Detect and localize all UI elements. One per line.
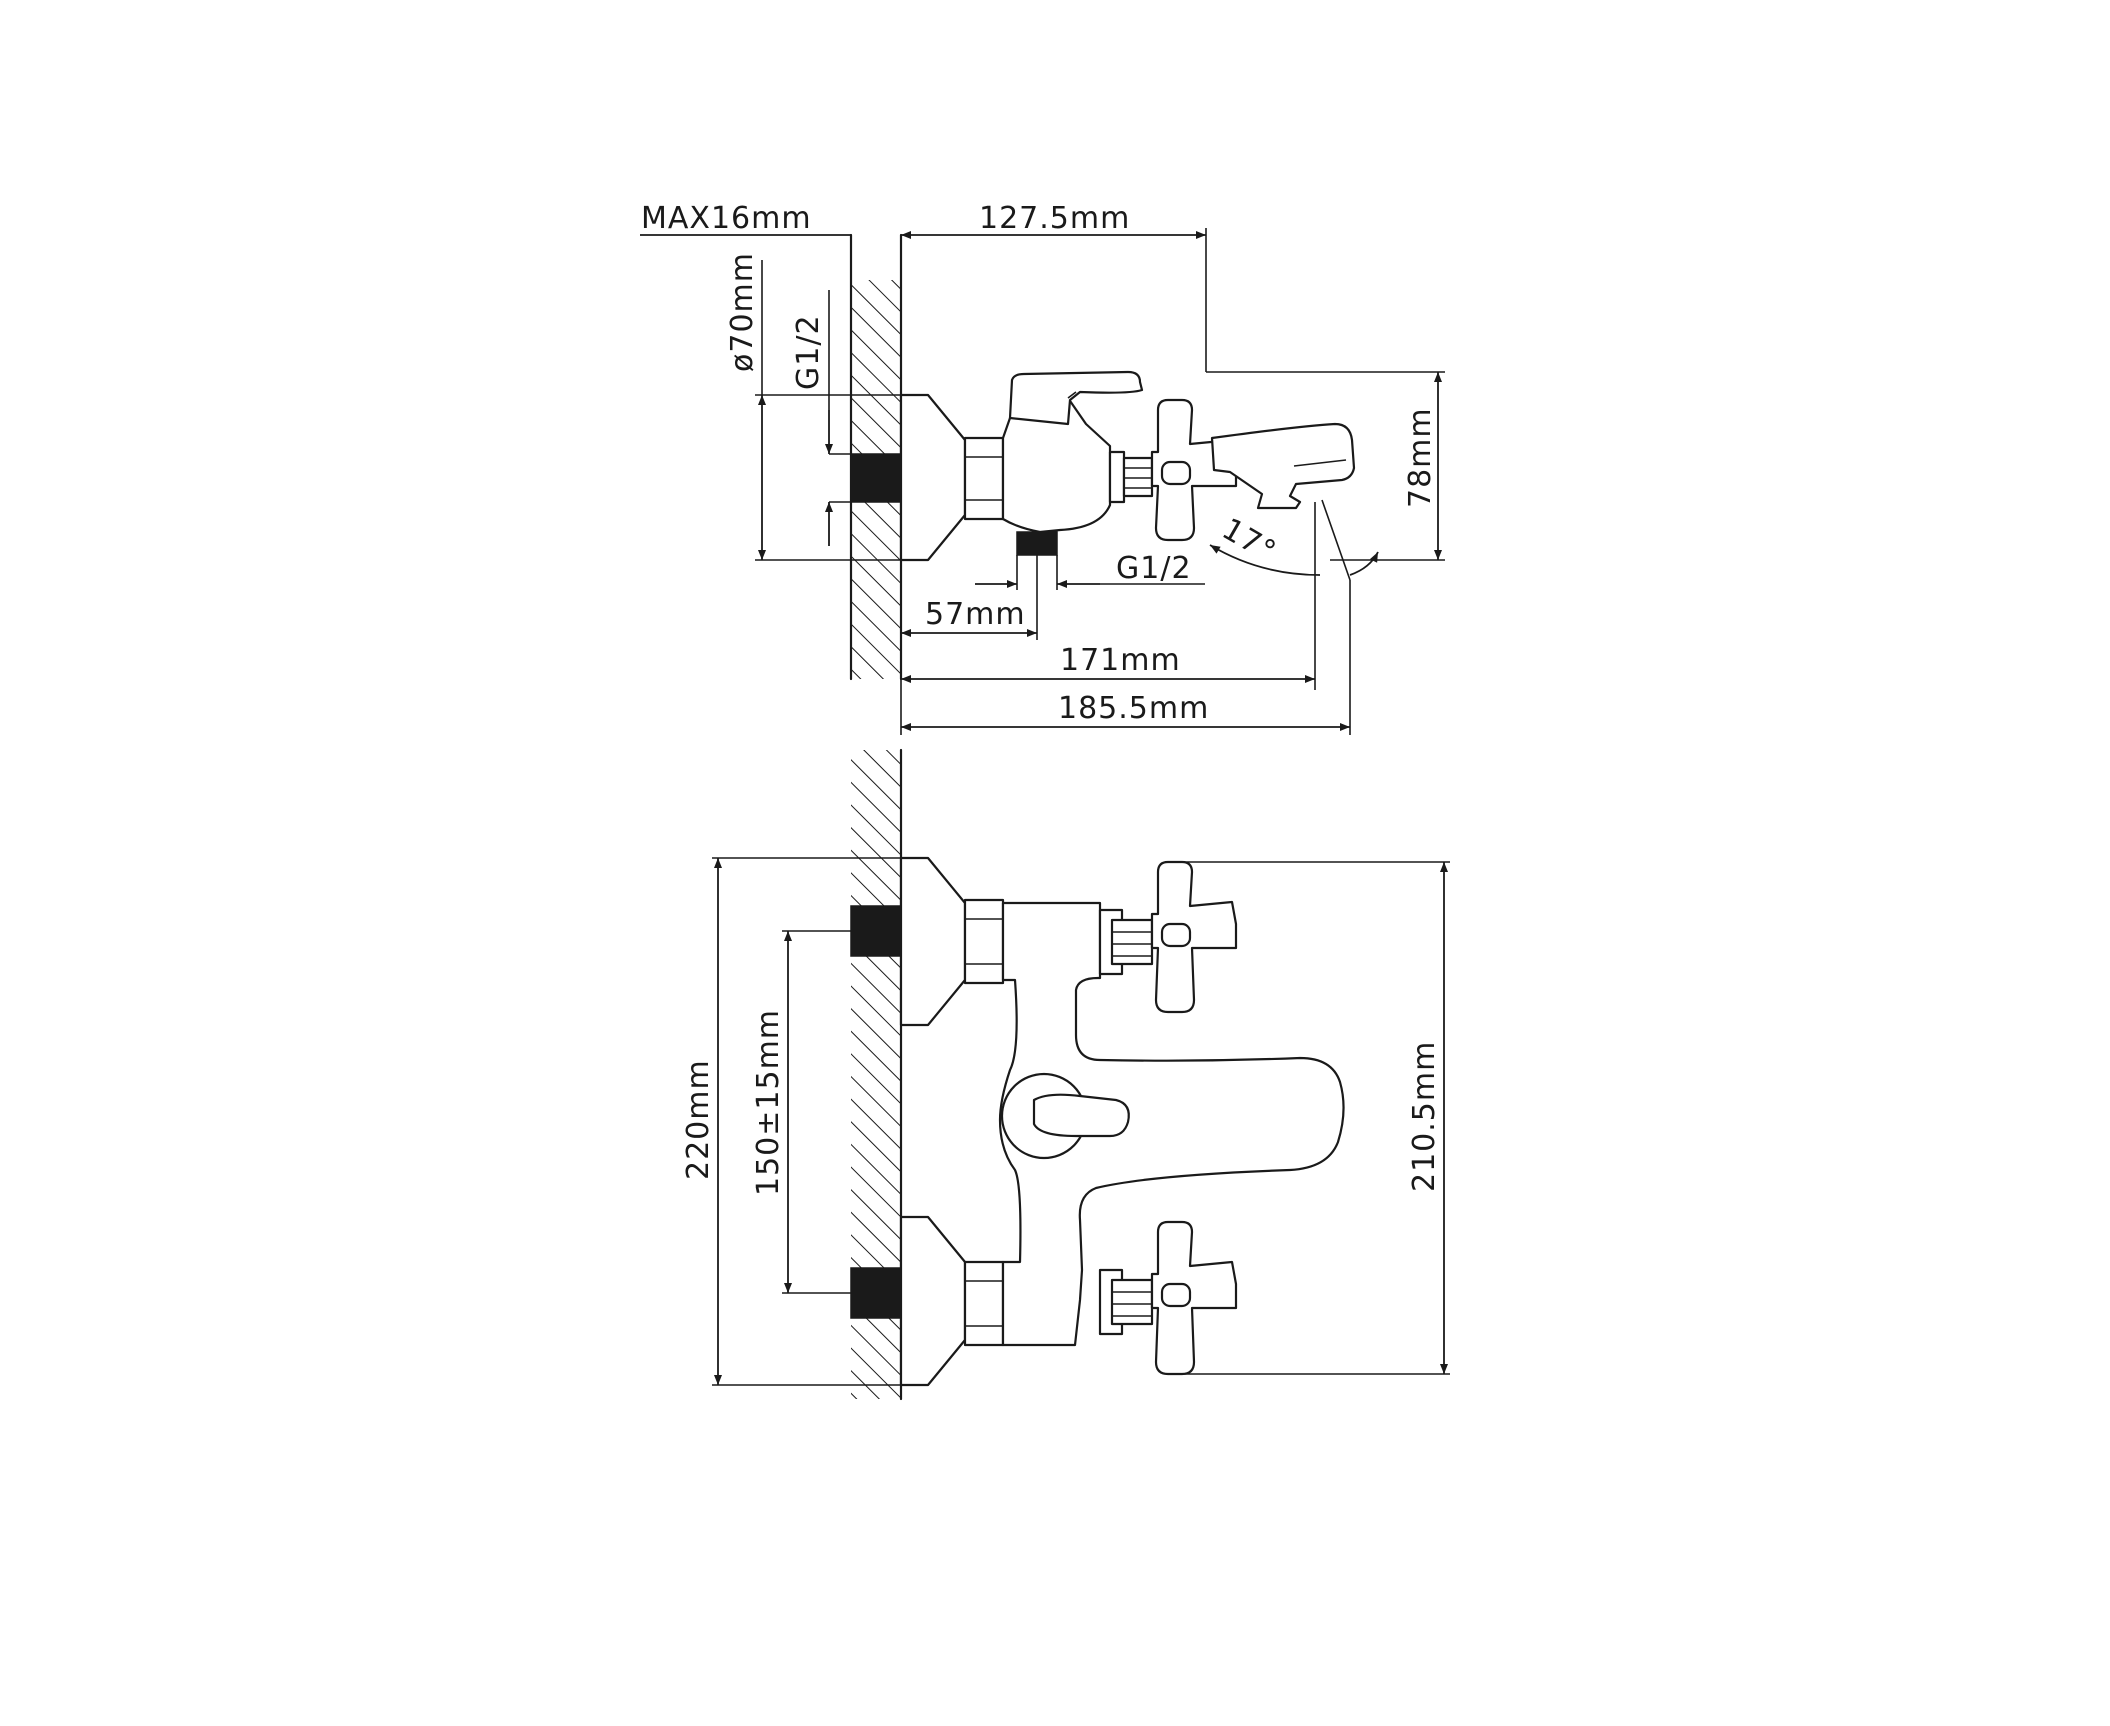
label-overall-depth: 185.5mm [1058, 691, 1209, 726]
lever-handle [1008, 370, 1144, 426]
label-inlet-thread: G1/2 [791, 314, 826, 390]
label-angle: 17° [1216, 512, 1282, 570]
hex-nut [963, 436, 1005, 521]
lever-handle-front [1000, 1072, 1130, 1160]
label-height: 78mm [1403, 407, 1438, 508]
upper-inlet-pipe [850, 905, 902, 957]
spout [1210, 422, 1356, 510]
side-view: MAX16mm 127.5mm ø70mm G1/2 78mm 17° [640, 201, 1445, 735]
label-max-thickness: MAX16mm [641, 201, 812, 236]
label-escutcheon-diameter: ø70mm [725, 252, 760, 372]
upper-valve-stem [1098, 908, 1154, 976]
inlet-pipe [850, 453, 902, 503]
label-overall-height: 220mm [681, 1059, 716, 1180]
label-outlet-offset: 57mm [925, 597, 1026, 632]
upper-cross-handle [1150, 860, 1238, 1014]
lower-cross-handle [1150, 1220, 1238, 1376]
upper-escutcheon [899, 856, 967, 1027]
label-spout-reach: 171mm [1060, 643, 1181, 678]
cross-handle-side [1150, 398, 1238, 542]
front-view: 220mm 150±15mm 210.5mm [681, 748, 1450, 1401]
lower-inlet-pipe [850, 1267, 902, 1319]
lower-valve-stem [1098, 1268, 1154, 1336]
label-inlet-centres: 150±15mm [751, 1009, 786, 1196]
label-projection: 127.5mm [979, 201, 1130, 236]
label-outlet-thread: G1/2 [1116, 551, 1192, 586]
valve-stem [1108, 450, 1154, 504]
lower-hex-nut [963, 1260, 1005, 1347]
outlet-thread [1016, 531, 1058, 556]
upper-hex-nut [963, 898, 1005, 985]
escutcheon-flange [899, 393, 967, 562]
lower-escutcheon [899, 1215, 967, 1387]
mixer-body-front [998, 901, 1345, 1347]
label-handle-span: 210.5mm [1407, 1041, 1442, 1192]
